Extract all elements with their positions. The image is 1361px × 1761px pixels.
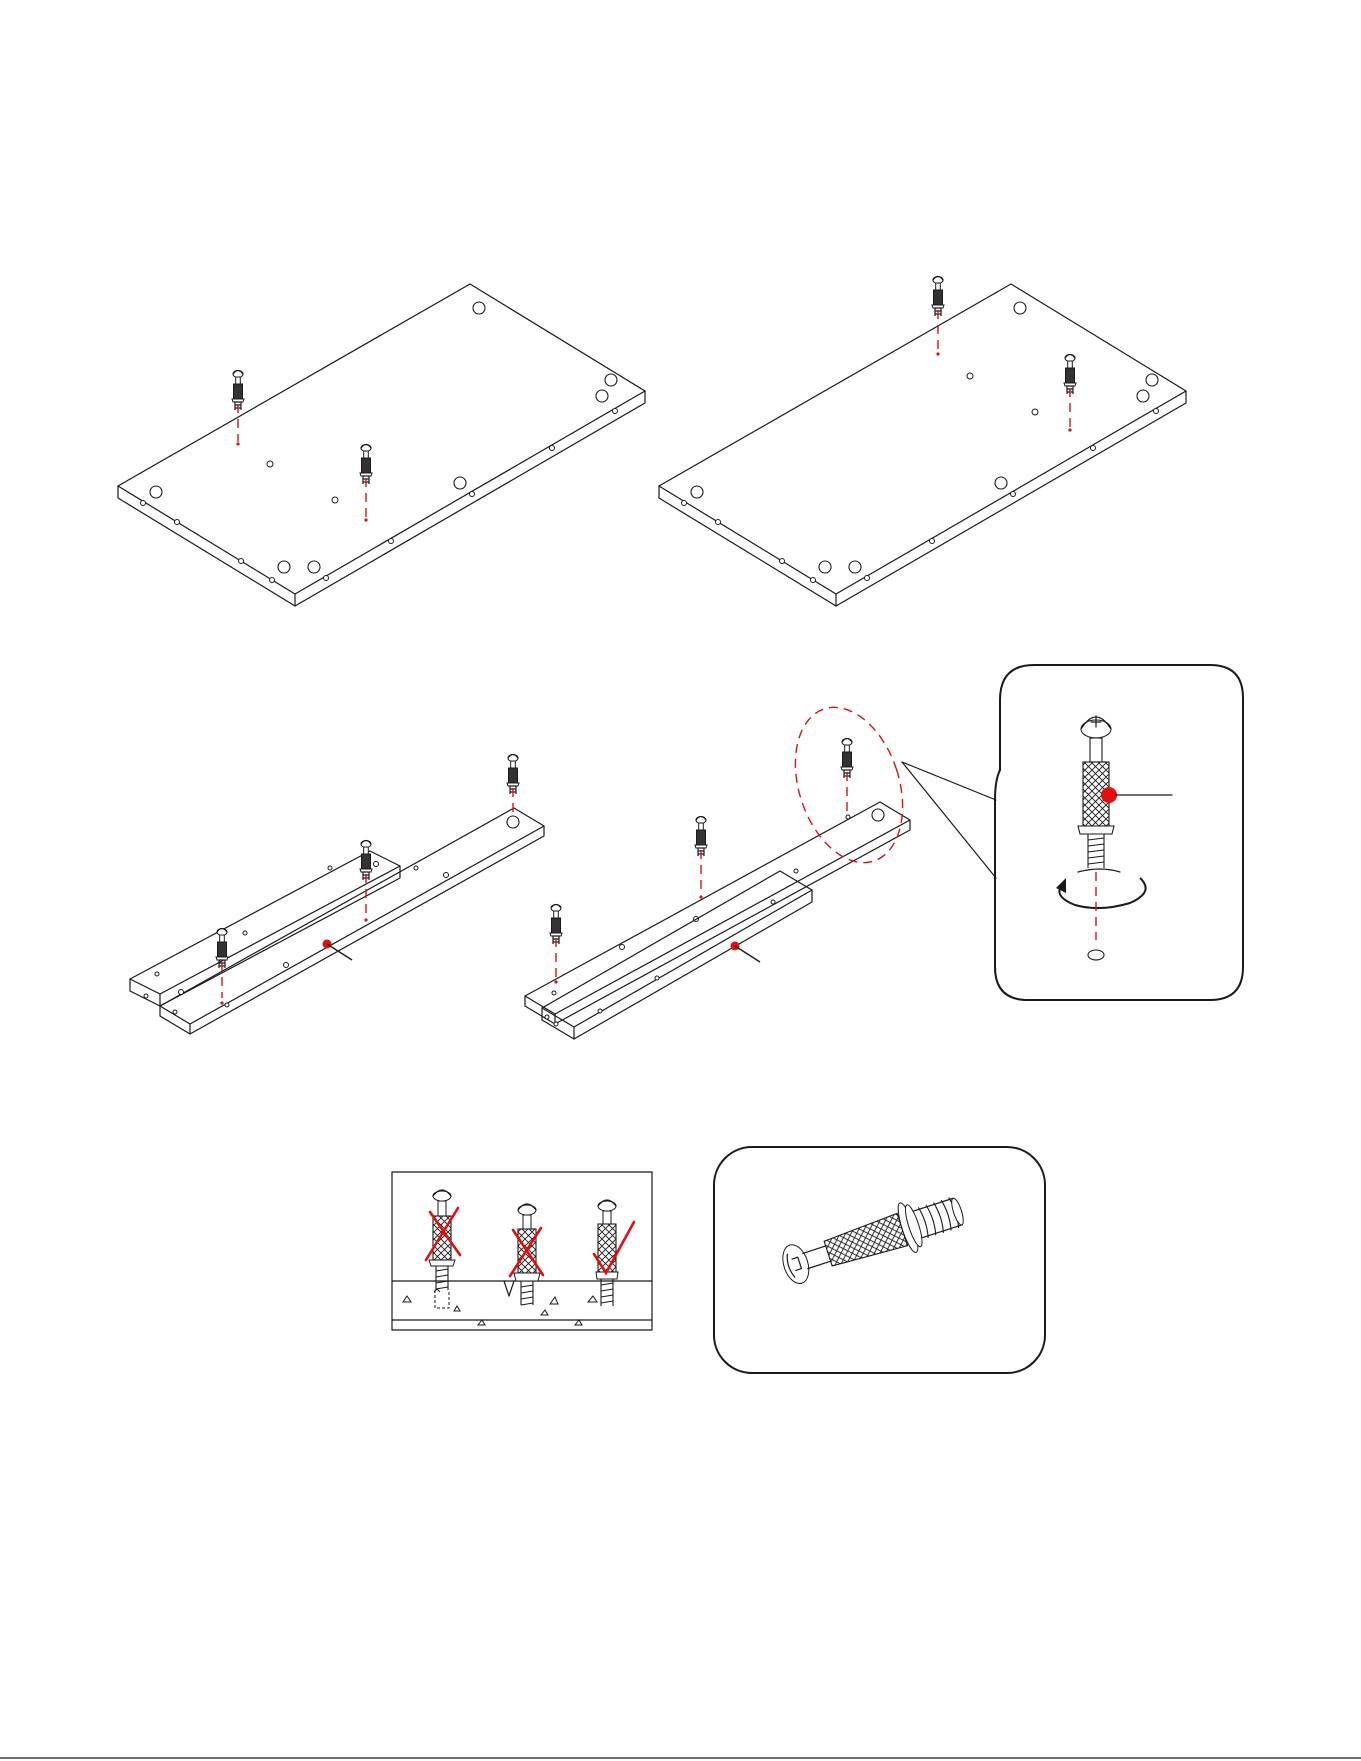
bolt-too-deep — [510, 1204, 543, 1305]
top-panel-left — [118, 284, 645, 606]
cam-bolt-part — [714, 1147, 1045, 1373]
long-boards-left — [130, 755, 544, 1035]
cam-bolt-side-view — [776, 1186, 969, 1293]
highlight-ellipse — [777, 693, 922, 876]
insertion-depth-examples — [392, 1172, 652, 1330]
panel-holes — [141, 302, 618, 583]
rotate-arrow-icon — [1056, 869, 1146, 908]
detail-bolt — [1078, 716, 1172, 868]
long-boards-right — [525, 693, 996, 1039]
cam-bolt-detail — [995, 665, 1243, 1000]
top-panel-right — [659, 277, 1186, 607]
panel-holes — [682, 302, 1159, 583]
bolt-correct — [594, 1200, 634, 1306]
red-marker — [1101, 787, 1117, 803]
bolt-too-high — [426, 1190, 460, 1308]
